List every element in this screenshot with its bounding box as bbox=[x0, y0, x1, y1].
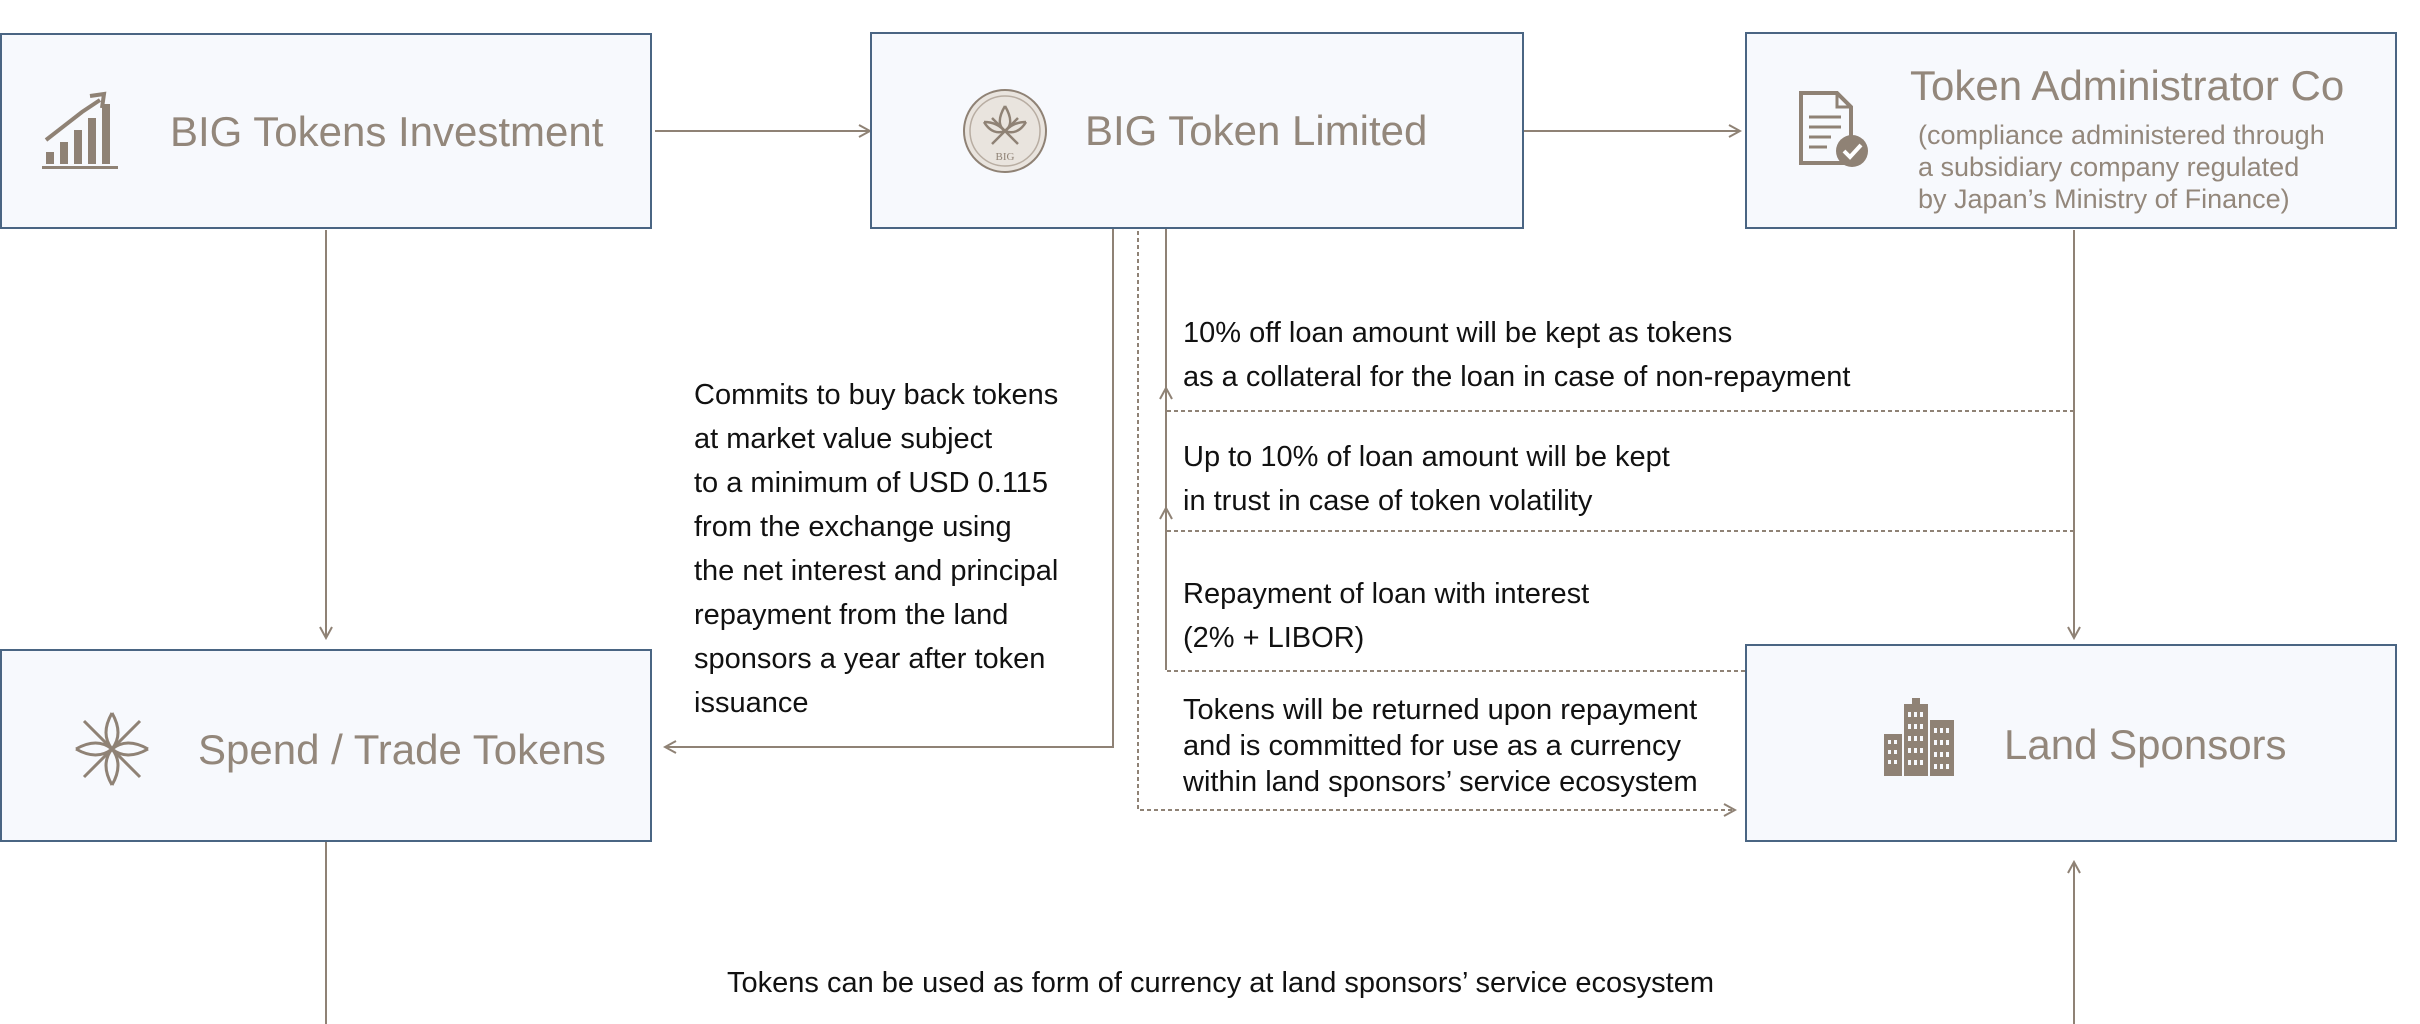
edge-label-trust: Up to 10% of loan amount will be kept in… bbox=[1183, 435, 1670, 523]
edge-spend-to-sponsors bbox=[325, 842, 2074, 1024]
edge-label-currency: Tokens can be used as form of currency a… bbox=[727, 967, 1714, 999]
node-administrator-title: Token Administrator Co bbox=[1910, 62, 2345, 109]
edge-label-collateral: 10% off loan amount will be kept as toke… bbox=[1183, 311, 1850, 399]
certified-document-icon bbox=[1799, 91, 1868, 167]
buildings-icon bbox=[1884, 698, 1954, 776]
node-investment-title: BIG Tokens Investment bbox=[170, 108, 604, 155]
edge-label-repayment: Repayment of loan with interest (2% + LI… bbox=[1183, 572, 1589, 660]
subtitle-line: (compliance administered through bbox=[1918, 120, 2325, 150]
label-line: (2% + LIBOR) bbox=[1183, 622, 1365, 654]
node-spend: Spend / Trade Tokens bbox=[0, 649, 652, 842]
big-coin-icon: BIG bbox=[963, 89, 1047, 173]
label-line: Tokens will be returned upon repayment bbox=[1183, 694, 1698, 726]
flower-emblem-icon bbox=[75, 712, 149, 786]
label-line: 10% off loan amount will be kept as toke… bbox=[1183, 317, 1733, 349]
subtitle-line: a subsidiary company regulated bbox=[1918, 152, 2300, 182]
label-line: the net interest and principal bbox=[694, 555, 1059, 587]
label-line: Repayment of loan with interest bbox=[1183, 578, 1590, 610]
label-line: to a minimum of USD 0.115 bbox=[694, 467, 1049, 499]
label-line: Up to 10% of loan amount will be kept bbox=[1183, 441, 1670, 473]
label-line: at market value subject bbox=[694, 423, 993, 455]
label-line: repayment from the land bbox=[694, 599, 1009, 631]
edge-label-buyback: Commits to buy back tokens at market val… bbox=[694, 373, 1058, 725]
edge-label-returned: Tokens will be returned upon repayment a… bbox=[1183, 692, 1698, 800]
node-sponsors-title: Land Sponsors bbox=[2004, 721, 2287, 768]
subtitle-line: by Japan’s Ministry of Finance) bbox=[1918, 184, 2290, 214]
coin-text: BIG bbox=[996, 151, 1015, 163]
node-limited: BIG BIG Token Limited bbox=[870, 32, 1524, 229]
label-line: sponsors a year after token bbox=[694, 643, 1046, 675]
node-sponsors: Land Sponsors bbox=[1745, 644, 2397, 842]
node-spend-title: Spend / Trade Tokens bbox=[198, 726, 606, 773]
label-line: as a collateral for the loan in case of … bbox=[1183, 361, 1851, 393]
label-line: within land sponsors’ service ecosystem bbox=[1183, 766, 1698, 798]
node-administrator-subtitle: (compliance administered through a subsi… bbox=[1918, 119, 2325, 215]
label-line: in trust in case of token volatility bbox=[1183, 485, 1593, 517]
node-limited-title: BIG Token Limited bbox=[1085, 107, 1428, 154]
label-line: and is committed for use as a currency bbox=[1183, 730, 1682, 762]
node-administrator: Token Administrator Co (compliance admin… bbox=[1745, 32, 2397, 229]
edge-limited-to-spend bbox=[665, 200, 1114, 747]
node-investment: BIG Tokens Investment bbox=[0, 33, 652, 229]
label-line: Commits to buy back tokens bbox=[694, 379, 1059, 411]
label-line: from the exchange using bbox=[694, 511, 1012, 543]
label-line: issuance bbox=[694, 687, 809, 719]
growth-chart-icon bbox=[42, 91, 118, 169]
edge-returned bbox=[1137, 224, 1735, 810]
